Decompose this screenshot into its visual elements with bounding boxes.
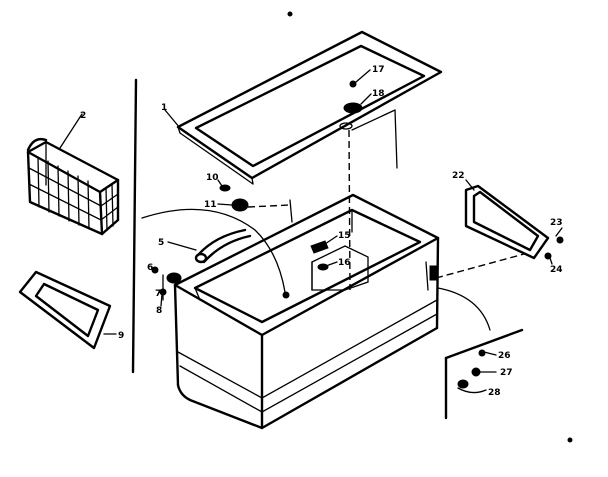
detail-bracket (437, 287, 524, 420)
callout-24: 24 (550, 265, 563, 275)
callout-labels: 1 2 5 6 7 8 9 10 11 15 16 17 18 22 23 24… (80, 65, 563, 398)
control-panel-plate (464, 179, 564, 265)
speck (287, 11, 293, 17)
callout-7: 7 (155, 289, 161, 299)
speck (567, 437, 573, 443)
callout-27: 27 (500, 368, 513, 378)
callout-26: 26 (498, 351, 511, 361)
callout-18: 18 (372, 89, 385, 99)
lid (176, 30, 443, 185)
divider-line (131, 78, 138, 374)
callout-17: 17 (372, 65, 385, 75)
divider-frame (18, 270, 117, 350)
callout-10: 10 (206, 173, 219, 183)
callout-28: 28 (488, 388, 501, 398)
callout-8: 8 (156, 306, 162, 316)
callout-2: 2 (80, 111, 86, 121)
callout-23: 23 (550, 218, 563, 228)
drain-tube (141, 208, 290, 299)
cabinet (173, 193, 440, 430)
callout-16: 16 (338, 258, 351, 268)
callout-9: 9 (118, 331, 124, 341)
parts-6-7-8 (151, 266, 182, 307)
callout-11: 11 (204, 200, 217, 210)
assembly-line-panel (435, 253, 525, 279)
callout-1: 1 (161, 103, 167, 113)
callout-15: 15 (338, 231, 351, 241)
callout-5: 5 (158, 238, 164, 248)
parts-10-11 (217, 179, 293, 223)
callout-6: 6 (147, 263, 153, 273)
wire-basket (26, 113, 120, 236)
lid-hardware (339, 69, 372, 130)
inner-compartment (310, 235, 369, 291)
callout-22: 22 (452, 171, 465, 181)
hinge-lines (351, 109, 398, 169)
